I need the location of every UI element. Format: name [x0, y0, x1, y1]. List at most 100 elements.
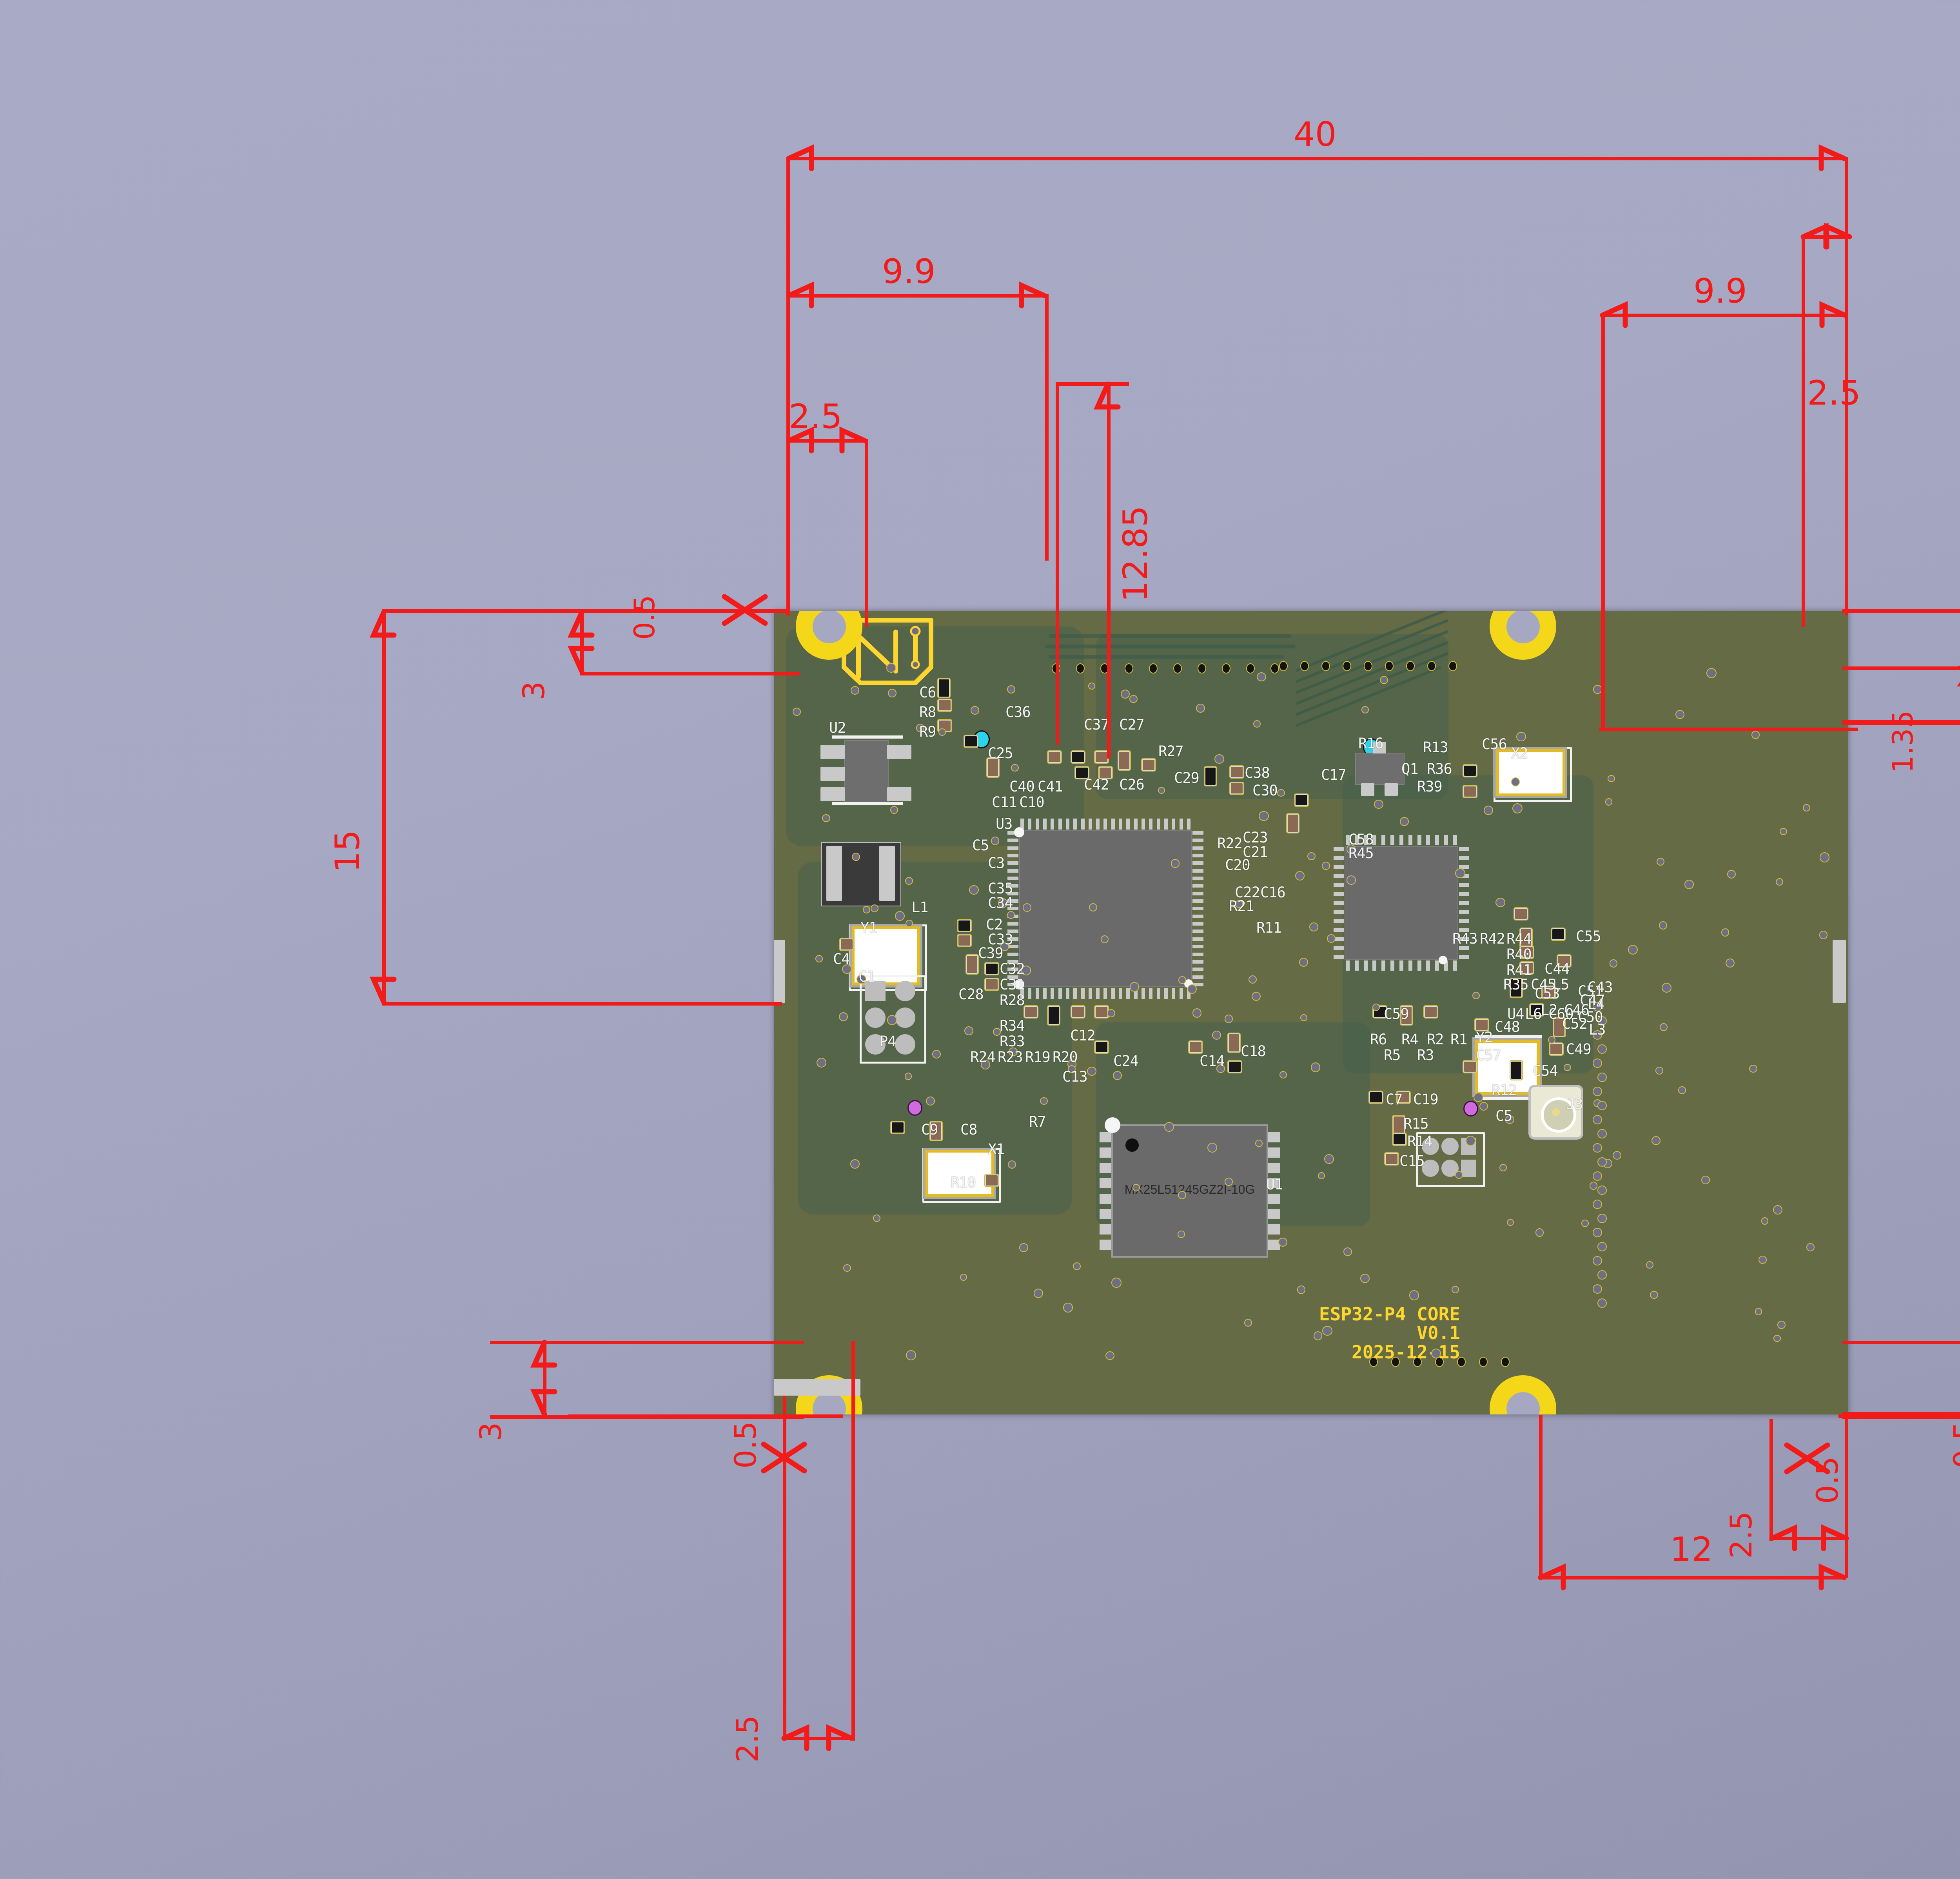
via [1410, 1291, 1419, 1300]
via [1344, 1248, 1352, 1256]
designator-c7: C7 [1386, 1091, 1403, 1108]
designator-r15: R15 [1403, 1115, 1429, 1132]
designator-c25: C25 [988, 745, 1013, 762]
via [1012, 764, 1018, 771]
via [1178, 1191, 1185, 1198]
smd-passive [965, 736, 977, 746]
via [1254, 721, 1260, 727]
smd-passive [1521, 963, 1533, 973]
edge-hole [1077, 664, 1084, 673]
designator-r19: R19 [1025, 1049, 1051, 1066]
via [1112, 1278, 1121, 1287]
designator-r42: R42 [1480, 930, 1505, 947]
designator-l3: L3 [1589, 1021, 1606, 1038]
via [1208, 1143, 1217, 1152]
edge-hole [1386, 662, 1393, 670]
via [1380, 677, 1387, 684]
via [1296, 871, 1304, 880]
via [1179, 977, 1185, 984]
designator-c34: C34 [988, 895, 1013, 911]
smd-passive [931, 1122, 941, 1140]
via [1373, 1004, 1379, 1010]
smd-passive [1515, 909, 1527, 919]
smd-passive [986, 964, 998, 974]
via [1256, 1140, 1262, 1146]
smd-passive [1143, 760, 1154, 770]
via [1319, 1173, 1325, 1179]
flash-pins-right [1268, 1132, 1280, 1250]
designator-r36: R36 [1427, 761, 1452, 777]
edge-hole [1370, 1358, 1377, 1366]
via [1023, 904, 1031, 911]
designator-l5: L5 [1552, 976, 1570, 993]
edge-hole [1343, 662, 1350, 670]
soc-pins-bottom [1020, 988, 1191, 999]
via [1432, 1349, 1441, 1358]
via [888, 689, 896, 697]
smd-passive [1296, 795, 1307, 805]
designator-r9: R9 [919, 723, 936, 740]
via [1236, 901, 1242, 908]
dimlabel-left-3: 3 [516, 681, 551, 700]
via [1598, 1243, 1606, 1251]
header-bottom-right-silk [1416, 1132, 1485, 1187]
via [1593, 685, 1601, 693]
designator-c56: C56 [1482, 736, 1507, 753]
dimline-left-3 [580, 611, 584, 674]
designator-c45: C45 [1531, 976, 1556, 993]
designator-c18: C18 [1241, 1043, 1266, 1060]
board-marking-line2: V0.1 [1417, 1322, 1460, 1344]
designator-c36: C36 [1005, 704, 1031, 721]
dimline-left-0-5 [702, 609, 788, 613]
dimlabel-12-85: 12.85 [1116, 505, 1155, 602]
smd-passive [1397, 1092, 1409, 1102]
via [1662, 983, 1671, 992]
via [1629, 946, 1637, 954]
via [863, 906, 869, 913]
designator-c9: C9 [921, 1121, 938, 1138]
smd-passive [1476, 1020, 1488, 1030]
designator-u4: U4 [1507, 1006, 1524, 1022]
soc-pins-right [1192, 831, 1203, 986]
via [1278, 790, 1284, 796]
designator-r40: R40 [1506, 946, 1532, 963]
designator-c37: C37 [1084, 716, 1109, 733]
via [1178, 1231, 1184, 1237]
via [1593, 1144, 1601, 1152]
designator-c49: C49 [1566, 1041, 1592, 1058]
designator-c35: C35 [988, 880, 1013, 897]
via [1474, 1093, 1483, 1102]
designator-c15: C15 [1399, 1153, 1425, 1169]
designator-r12: R12 [1492, 1082, 1517, 1099]
designator-r34: R34 [1000, 1017, 1025, 1034]
via [816, 956, 822, 962]
via [1807, 1244, 1814, 1251]
smd-passive [1049, 1007, 1059, 1024]
designator-c20: C20 [1225, 857, 1250, 873]
dimline-right-9-9 [1601, 314, 1846, 317]
designator-r39: R39 [1417, 778, 1443, 795]
designator-u1: U1 [1266, 1176, 1283, 1193]
designator-c44: C44 [1544, 960, 1570, 977]
via [1598, 1299, 1606, 1307]
edge-hole [1407, 662, 1414, 670]
designator-x2: X2 [1511, 745, 1528, 762]
smd-passive [1394, 1117, 1404, 1134]
via [1659, 922, 1667, 929]
via [1252, 993, 1260, 1000]
crystal-y2 [1478, 1043, 1537, 1092]
edge-pad-bottom-left [774, 1379, 860, 1396]
smd-passive [1231, 767, 1243, 777]
via [1593, 1031, 1601, 1039]
designator-c52: C52 [1562, 1015, 1588, 1032]
dimlabel-br-0-5: 0.5 [1947, 1421, 1960, 1469]
dimlabel-right-9-9: 9.9 [1693, 272, 1747, 311]
via [1008, 1161, 1016, 1168]
via [1225, 1015, 1232, 1023]
via [1171, 859, 1179, 867]
dimline-bl-3 [490, 1341, 804, 1344]
via [851, 687, 859, 694]
via [1089, 904, 1096, 911]
designator-r28: R28 [1000, 992, 1025, 1009]
designator-r44: R44 [1506, 930, 1532, 947]
